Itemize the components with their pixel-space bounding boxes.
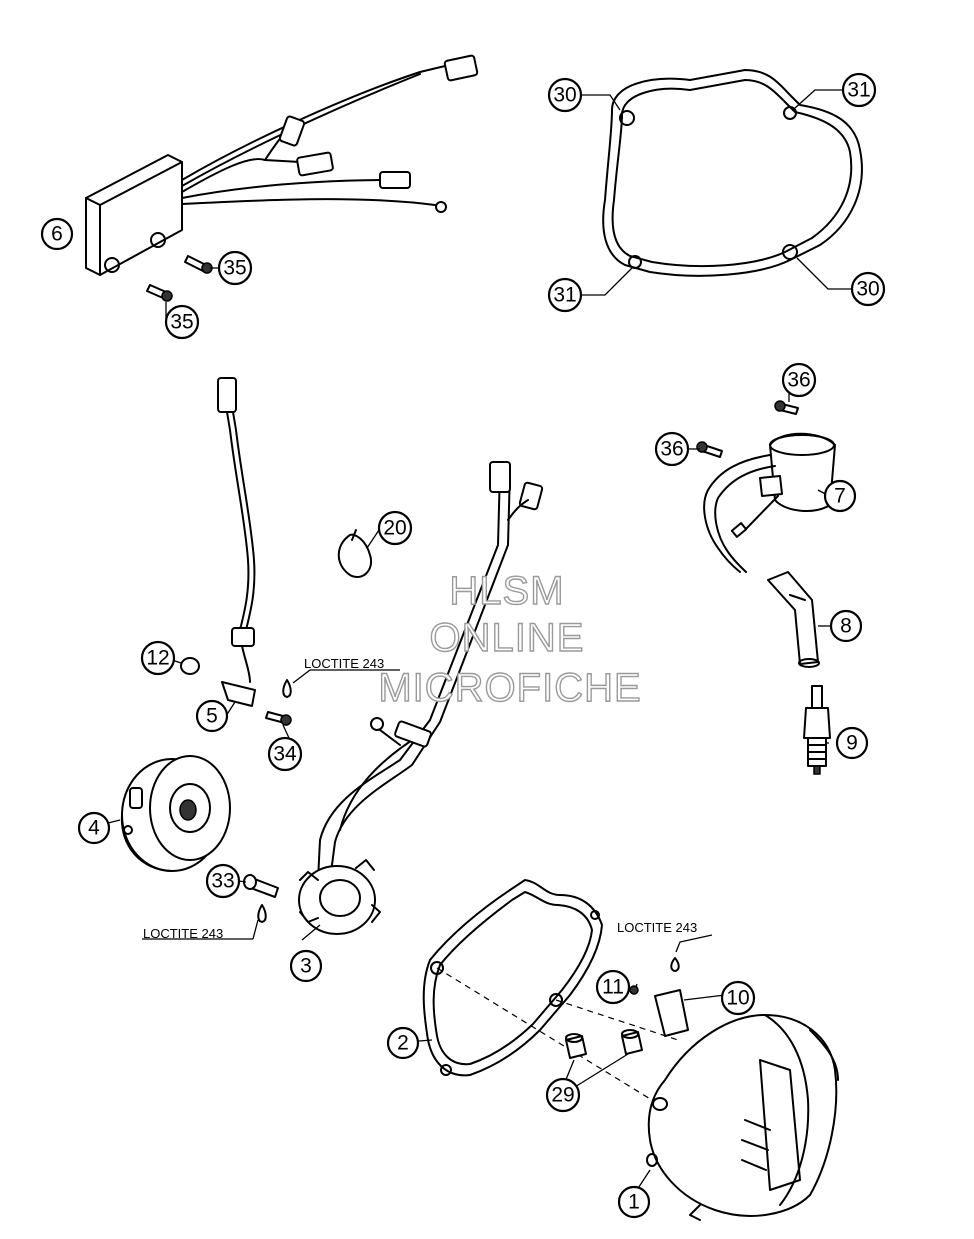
callout-34: 34 <box>267 736 303 772</box>
svg-text:36: 36 <box>660 438 683 461</box>
svg-text:29: 29 <box>551 1084 574 1107</box>
cover-gasket-2 <box>422 879 603 1077</box>
callout-36-lower: 36 <box>654 431 690 467</box>
svg-text:36: 36 <box>787 369 810 392</box>
svg-text:30: 30 <box>553 84 576 107</box>
flywheel-rotor-4 <box>120 755 231 872</box>
svg-text:34: 34 <box>273 743 297 766</box>
screw-35-upper <box>184 255 213 274</box>
screw-11 <box>629 957 680 995</box>
bolt-33 <box>243 874 279 923</box>
dowel-29-right <box>621 1029 643 1055</box>
callout-4: 4 <box>77 811 111 845</box>
ignition-coil-7 <box>703 432 836 573</box>
svg-text:2: 2 <box>397 1032 409 1055</box>
callout-6: 6 <box>40 217 74 251</box>
callout-5: 5 <box>195 699 229 733</box>
callout-29: 29 <box>545 1077 581 1113</box>
callout-11: 11 <box>595 969 631 1005</box>
callout-3: 3 <box>289 949 323 983</box>
svg-text:6: 6 <box>51 223 63 246</box>
callout-9: 9 <box>835 726 869 760</box>
callout-33: 33 <box>205 863 241 899</box>
loctite-note-33: LOCTITE 243 <box>143 926 223 941</box>
svg-text:30: 30 <box>856 278 879 301</box>
svg-text:4: 4 <box>88 817 100 840</box>
cdi-unit-part <box>85 54 479 276</box>
grommet-12 <box>180 657 200 675</box>
callout-2: 2 <box>386 1026 420 1060</box>
callout-35-lower: 35 <box>164 304 200 340</box>
callout-12: 12 <box>140 640 176 676</box>
callout-20: 20 <box>377 510 413 546</box>
svg-text:8: 8 <box>840 615 852 638</box>
callout-30-top: 30 <box>547 77 583 113</box>
watermark-line-2: ONLINE <box>430 616 585 660</box>
cover-gasket-top <box>602 69 863 277</box>
watermark-line-3: MICROFICHE <box>378 666 641 710</box>
spark-plug-9 <box>803 685 831 775</box>
svg-text:33: 33 <box>211 870 234 893</box>
callout-31-bottom: 31 <box>547 277 583 313</box>
watermark-line-1: HLSM <box>449 569 564 613</box>
svg-text:3: 3 <box>300 955 312 978</box>
svg-text:35: 35 <box>223 257 246 280</box>
callout-7: 7 <box>823 479 857 513</box>
loctite-note-34: LOCTITE 243 <box>304 656 384 671</box>
callout-8: 8 <box>829 609 863 643</box>
svg-text:9: 9 <box>846 732 858 755</box>
callout-35-upper: 35 <box>217 250 253 286</box>
svg-text:31: 31 <box>847 79 870 102</box>
svg-text:35: 35 <box>170 311 193 334</box>
callout-31-top: 31 <box>841 72 877 108</box>
screw-35-lower <box>146 284 173 302</box>
svg-text:11: 11 <box>602 976 624 999</box>
dowel-29-left <box>565 1033 587 1059</box>
label-plate-10 <box>654 989 689 1037</box>
bolt-36-upper <box>774 400 799 415</box>
svg-text:7: 7 <box>834 485 846 508</box>
loctite-note-11: LOCTITE 243 <box>617 920 697 935</box>
ignition-cover-1 <box>646 1014 839 1221</box>
callout-36-upper: 36 <box>781 362 817 398</box>
svg-text:12: 12 <box>146 647 169 670</box>
bolt-36-lower <box>696 441 723 458</box>
svg-text:10: 10 <box>726 987 749 1010</box>
spark-plug-cap-8 <box>767 571 820 668</box>
callout-1: 1 <box>617 1185 651 1219</box>
svg-text:5: 5 <box>206 705 218 728</box>
stator-3 <box>298 461 544 935</box>
pickup-sensor-part <box>217 377 256 707</box>
screw-34 <box>265 679 292 726</box>
svg-text:1: 1 <box>628 1191 640 1214</box>
callout-30-bottom: 30 <box>850 271 886 307</box>
svg-text:31: 31 <box>553 284 576 307</box>
cable-clamp-20 <box>337 529 373 578</box>
callout-10: 10 <box>720 980 756 1016</box>
svg-text:20: 20 <box>383 517 406 540</box>
